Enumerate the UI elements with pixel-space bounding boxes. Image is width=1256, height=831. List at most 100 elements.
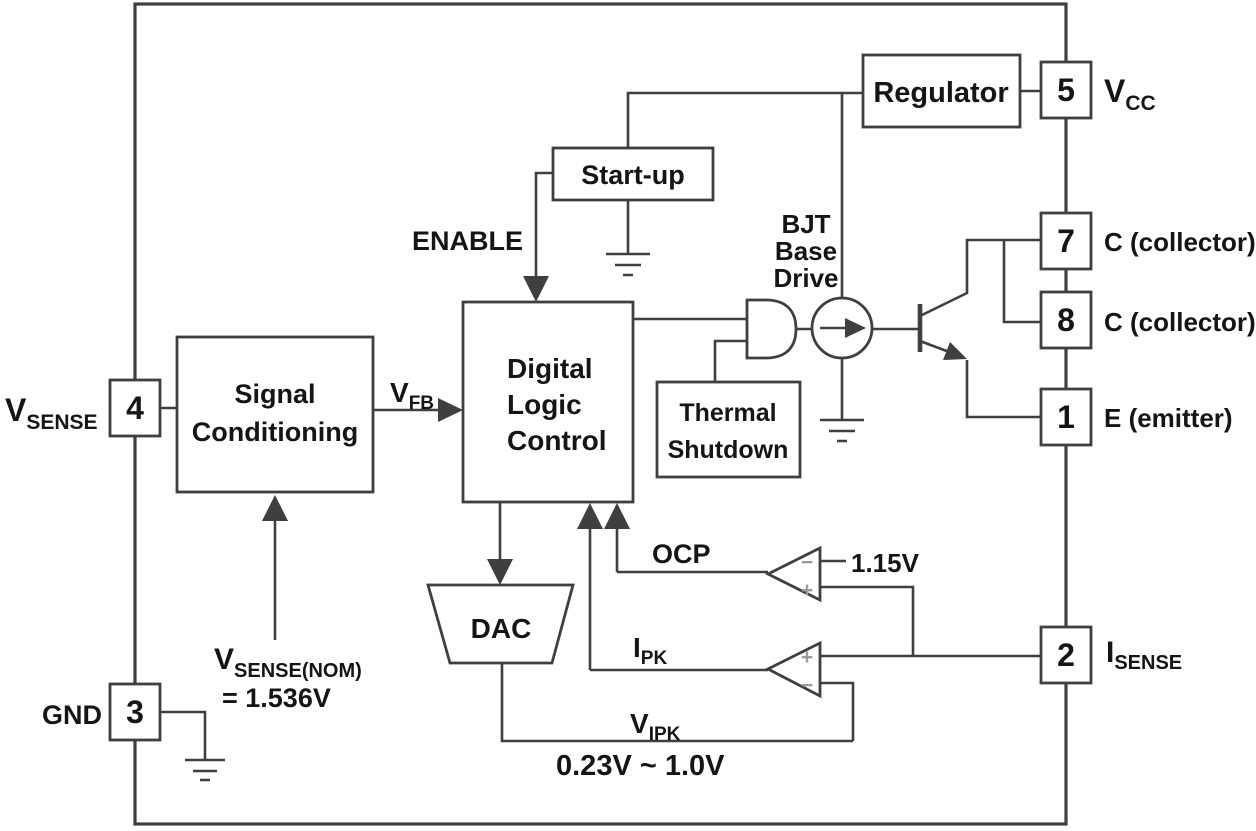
bjt-label-3: Drive xyxy=(773,263,838,293)
thermal-label-2: Shutdown xyxy=(668,436,789,464)
vipk-range-label: 0.23V ~ 1.0V xyxy=(556,750,725,782)
arrow-dac-down xyxy=(487,559,513,585)
pin-number-1: 1 xyxy=(1057,399,1075,435)
dac-label: DAC xyxy=(471,613,532,644)
arrow-emitter xyxy=(943,342,967,360)
arrowheads xyxy=(262,276,967,585)
dac-block xyxy=(426,583,575,665)
signal-conditioning-block xyxy=(175,335,375,494)
pin-labels: VCC C (collector) C (collector) E (emitt… xyxy=(5,73,1256,730)
ocp-label: OCP xyxy=(652,539,711,569)
current-source-arrow-head xyxy=(845,318,866,338)
vipk-label: VIPK xyxy=(630,708,681,745)
vsense-nom-sub: SENSE(NOM) xyxy=(234,660,362,682)
pin2-label-sub: SENSE xyxy=(1114,652,1182,674)
signal-conditioning-label-1: Signal xyxy=(234,379,315,409)
ocp-minus-sign: − xyxy=(801,551,813,574)
pin-number-4: 4 xyxy=(126,390,144,426)
arrow-vfb-right xyxy=(438,398,463,422)
pin-boxes: 5 7 8 1 2 4 3 xyxy=(108,60,1093,742)
wire-collector-to-pin8 xyxy=(1002,240,1041,324)
pin-box-3 xyxy=(108,682,162,742)
ipk-sub: PK xyxy=(641,648,668,669)
wire-emitter-to-pin1 xyxy=(965,360,1041,419)
dlc-label-2: Logic xyxy=(507,389,582,420)
arrow-enable-down xyxy=(523,276,549,302)
vsense-nom-label: VSENSE(NOM) xyxy=(214,643,362,682)
wire-enable xyxy=(534,171,553,280)
startup-label: Start-up xyxy=(581,160,685,190)
regulator-block xyxy=(861,53,1022,129)
wires xyxy=(160,89,1041,760)
vfb-sub: FB xyxy=(409,393,434,414)
dlc-label-3: Control xyxy=(507,425,607,456)
pin7-label: C (collector) xyxy=(1104,227,1256,257)
pin4-label-main: V xyxy=(5,392,27,428)
pin-box-2 xyxy=(1039,625,1093,685)
pin-number-8: 8 xyxy=(1057,302,1075,338)
pin-number-5: 5 xyxy=(1057,72,1075,108)
ground-gnd-pin xyxy=(185,758,225,782)
pin-box-1 xyxy=(1039,387,1093,447)
pin-number-2: 2 xyxy=(1057,637,1075,673)
comparator-ocp: − + xyxy=(764,545,822,603)
arrow-vsense-nom-up xyxy=(262,495,288,521)
pin-number-3: 3 xyxy=(126,694,144,730)
pin5-label-main: V xyxy=(1104,73,1126,109)
current-source xyxy=(810,296,874,360)
comparator-ipk: + − xyxy=(764,640,822,699)
wire-ocp-plus-to-isense xyxy=(820,585,915,657)
wire-pin3-to-ground xyxy=(160,710,207,760)
wire-collector-to-pin7 xyxy=(919,238,1041,318)
wire-ipk xyxy=(588,527,768,672)
pin-number-7: 7 xyxy=(1057,223,1075,259)
vsense-nom-value: = 1.536V xyxy=(222,683,331,713)
bjt-label-2: Base xyxy=(775,236,837,266)
vfb-main: V xyxy=(390,377,409,408)
pin8-label: C (collector) xyxy=(1104,307,1256,337)
wire-vipk-rail xyxy=(500,663,853,743)
ground-current-source xyxy=(820,418,864,443)
pin2-label-main: I xyxy=(1106,636,1114,669)
wire-ocp xyxy=(615,527,768,574)
pin5-label: VCC xyxy=(1104,73,1156,115)
ipk-label: IPK xyxy=(633,632,667,669)
signal-labels: ENABLE VFB OCP IPK VIPK 0.23V ~ 1.0V 1.1… xyxy=(214,226,920,782)
signal-conditioning-label-2: Conditioning xyxy=(192,417,358,447)
pin-box-7 xyxy=(1039,211,1093,271)
arrow-ocp-up xyxy=(604,503,630,529)
pin2-label: ISENSE xyxy=(1106,636,1182,674)
ipk-plus-sign: + xyxy=(801,646,813,669)
dlc-label-1: Digital xyxy=(507,353,593,384)
pin4-label: VSENSE xyxy=(5,392,98,434)
wire-thermal-to-andgate xyxy=(713,339,747,382)
bjt-label-1: BJT xyxy=(781,209,830,239)
ocp-threshold-label: 1.15V xyxy=(851,548,920,578)
thermal-shutdown-block xyxy=(655,380,802,479)
bjt-base-drive-label: BJT Base Drive xyxy=(773,209,838,293)
ocp-plus-sign: + xyxy=(801,579,813,602)
vipk-sub: IPK xyxy=(649,724,681,745)
and-gate xyxy=(745,298,798,360)
pin-box-5 xyxy=(1039,60,1093,120)
pin1-label: E (emitter) xyxy=(1104,403,1233,433)
ground-symbols xyxy=(185,252,864,782)
startup-block xyxy=(551,146,715,202)
pin3-label: GND xyxy=(42,700,102,730)
regulator-label: Regulator xyxy=(873,77,1008,109)
thermal-label-1: Thermal xyxy=(679,399,776,427)
pin-box-4 xyxy=(108,378,162,438)
wire-top-rail xyxy=(626,91,863,148)
blocks: Signal Conditioning Digital Logic Contro… xyxy=(175,53,1022,665)
ipk-minus-sign: − xyxy=(801,674,813,697)
digital-logic-control-block xyxy=(461,300,635,504)
vfb-label: VFB xyxy=(390,377,434,414)
vsense-nom-main: V xyxy=(214,643,234,676)
arrow-ipk-up xyxy=(577,503,603,529)
pin4-label-sub: SENSE xyxy=(26,411,97,434)
pin5-label-sub: CC xyxy=(1125,92,1155,115)
enable-label: ENABLE xyxy=(412,226,523,256)
vipk-main: V xyxy=(630,708,649,739)
